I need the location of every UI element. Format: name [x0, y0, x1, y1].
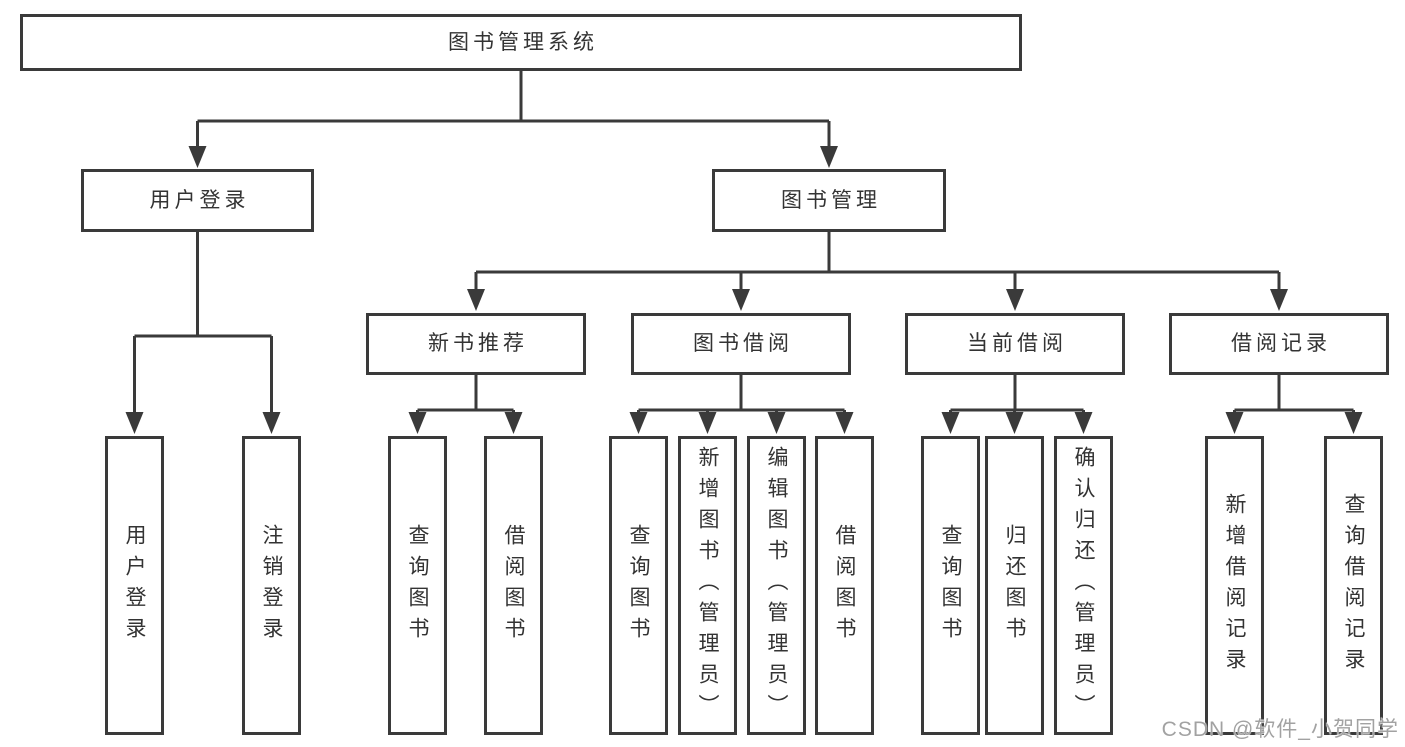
connector-edges — [133, 71, 1355, 414]
arrow-down-icon — [835, 412, 854, 434]
leaf-user-login-label: 用户登录 — [123, 523, 146, 648]
leaf-query-borrow-record-label: 查询借阅记录 — [1342, 492, 1365, 679]
arrow-down-icon — [1344, 412, 1363, 434]
leaf-edit-book-admin-label: 编辑图书（管理员） — [765, 446, 788, 725]
node-book-management-label: 图书管理 — [781, 188, 881, 212]
leaf-query-books-borrowing-label: 查询图书 — [627, 523, 650, 648]
arrow-down-icon — [1005, 412, 1024, 434]
arrowheads — [125, 146, 1363, 434]
arrow-down-icon — [504, 412, 523, 434]
leaf-add-borrow-record-label: 新增借阅记录 — [1223, 492, 1246, 679]
leaf-return-books-label: 归还图书 — [1003, 523, 1026, 648]
leaf-query-books-borrowing: 查询图书 — [609, 436, 668, 735]
leaf-query-borrow-record: 查询借阅记录 — [1324, 436, 1383, 735]
node-user-login-label: 用户登录 — [149, 188, 250, 212]
leaf-borrow-books-recommend-label: 借阅图书 — [502, 523, 525, 648]
leaf-query-books-current-label: 查询图书 — [939, 523, 962, 648]
leaf-return-books: 归还图书 — [985, 436, 1044, 735]
leaf-logout-login: 注销登录 — [242, 436, 301, 735]
arrow-down-icon — [698, 412, 717, 434]
arrow-down-icon — [1270, 289, 1288, 311]
leaf-borrow-books-recommend: 借阅图书 — [484, 436, 543, 735]
leaf-confirm-return-admin-label: 确认归还（管理员） — [1072, 446, 1095, 725]
arrow-down-icon — [467, 289, 485, 311]
arrow-down-icon — [1006, 289, 1024, 311]
node-borrowing-records: 借阅记录 — [1169, 313, 1389, 375]
node-book-borrowing-label: 图书借阅 — [693, 332, 793, 356]
node-new-book-recommend: 新书推荐 — [366, 313, 586, 375]
node-book-borrowing: 图书借阅 — [631, 313, 851, 375]
arrow-down-icon — [941, 412, 960, 434]
node-new-book-recommend-label: 新书推荐 — [428, 332, 528, 356]
node-current-borrowing: 当前借阅 — [905, 313, 1125, 375]
arrow-down-icon — [732, 289, 750, 311]
arrow-down-icon — [767, 412, 786, 434]
leaf-confirm-return-admin: 确认归还（管理员） — [1054, 436, 1113, 735]
node-current-borrowing-label: 当前借阅 — [967, 332, 1067, 356]
leaf-user-login: 用户登录 — [105, 436, 164, 735]
leaf-logout-login-label: 注销登录 — [260, 523, 283, 648]
leaf-add-borrow-record: 新增借阅记录 — [1205, 436, 1264, 735]
arrow-down-icon — [1225, 412, 1244, 434]
leaf-borrow-books-borrowing-label: 借阅图书 — [833, 523, 856, 648]
node-user-login: 用户登录 — [81, 169, 314, 232]
leaf-borrow-books-borrowing: 借阅图书 — [815, 436, 874, 735]
arrow-down-icon — [188, 146, 207, 168]
arrow-down-icon — [629, 412, 648, 434]
leaf-add-book-admin: 新增图书（管理员） — [678, 436, 737, 735]
leaf-query-books-recommend-label: 查询图书 — [406, 523, 429, 648]
leaf-query-books-recommend: 查询图书 — [388, 436, 447, 735]
arrow-down-icon — [408, 412, 427, 434]
arrow-down-icon — [262, 412, 281, 434]
arrow-down-icon — [1074, 412, 1093, 434]
node-borrowing-records-label: 借阅记录 — [1231, 332, 1331, 356]
arrow-down-icon — [125, 412, 144, 434]
arrow-down-icon — [820, 146, 838, 168]
leaf-query-books-current: 查询图书 — [921, 436, 980, 735]
node-library-system-label: 图书管理系统 — [448, 30, 598, 54]
watermark: CSDN @软件_小贺同学 — [1161, 718, 1399, 741]
leaf-edit-book-admin: 编辑图书（管理员） — [747, 436, 806, 735]
node-library-system: 图书管理系统 — [20, 14, 1022, 71]
leaf-add-book-admin-label: 新增图书（管理员） — [696, 446, 719, 725]
node-book-management: 图书管理 — [712, 169, 946, 232]
